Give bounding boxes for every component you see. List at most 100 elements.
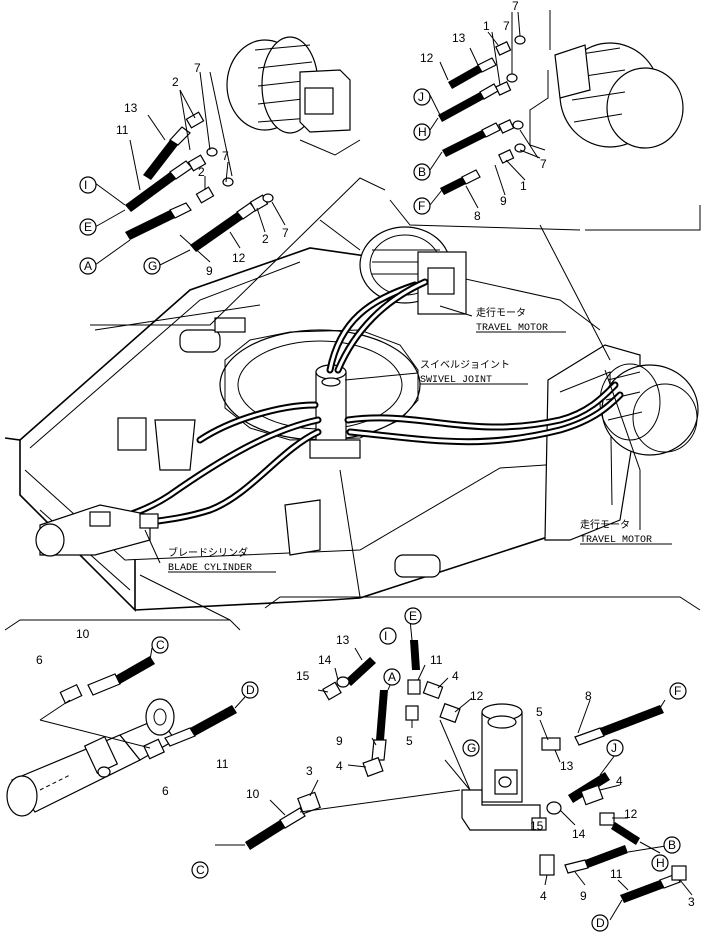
- blade-callouts: 10 6 11 6 C D: [36, 627, 259, 798]
- blade-cylinder-jp: ブレードシリンダ: [168, 546, 248, 559]
- hose-10: [87, 656, 155, 696]
- swivel-joint-en: SWIVEL JOINT: [420, 375, 492, 386]
- hose-10s: [245, 807, 306, 850]
- part-number: 11: [116, 123, 129, 137]
- hose-letter: I: [84, 178, 87, 192]
- part-number: 5: [406, 734, 413, 748]
- detail-blade-cylinder: [6, 647, 246, 817]
- part-number: 12: [624, 807, 638, 821]
- part-number: 1: [520, 179, 527, 193]
- part-number: 7: [194, 61, 201, 75]
- hose-letter: A: [84, 259, 92, 273]
- upper-right-callouts: 7 13 1 12 7 1 7 9 8 J H B F: [413, 0, 547, 223]
- part-number: 5: [536, 705, 543, 719]
- hose-9s: [371, 690, 388, 761]
- part-number: 11: [430, 653, 443, 667]
- part-number: 13: [560, 759, 574, 773]
- part-number: 8: [474, 209, 481, 223]
- part-number: 14: [572, 827, 586, 841]
- hose-letter: C: [156, 638, 165, 652]
- hose-11s: [410, 640, 420, 670]
- part-number: 14: [318, 653, 332, 667]
- travel-motor-upper-en: TRAVEL MOTOR: [476, 323, 548, 334]
- part-number: 1: [483, 19, 490, 33]
- hose-8r: [440, 169, 481, 195]
- hose-9: [125, 202, 192, 240]
- part-number: 12: [420, 51, 434, 65]
- part-number: 9: [336, 734, 343, 748]
- part-number: 15: [296, 669, 310, 683]
- part-number: 4: [452, 669, 459, 683]
- hose-letter: H: [656, 856, 665, 870]
- hose-13s: [345, 657, 376, 686]
- hose-12r: [438, 83, 499, 122]
- hose-letter: J: [418, 90, 424, 104]
- travel-motor-lower-jp: 走行モータ: [580, 518, 630, 531]
- hose-13r: [448, 57, 497, 89]
- part-number: 2: [262, 232, 269, 246]
- part-number: 4: [540, 889, 547, 903]
- part-number: 4: [616, 774, 623, 788]
- hose-letter: J: [611, 741, 617, 755]
- part-number: 7: [512, 0, 519, 13]
- hose-letter: I: [384, 629, 387, 643]
- hose-letter: G: [467, 741, 476, 755]
- detail-upper-left: [94, 36, 361, 266]
- callout-lines: [4, 177, 701, 631]
- hose-12b: [611, 822, 640, 845]
- blade-cylinder-en: BLADE CYLINDER: [168, 563, 252, 574]
- swivel-joint-jp: スイベルジョイント: [420, 359, 510, 371]
- hose-12: [190, 202, 257, 252]
- part-number: 3: [688, 895, 695, 909]
- hose-11d: [620, 873, 681, 903]
- blade-cylinder-installed: [35, 419, 321, 557]
- hose-letter: D: [246, 683, 255, 697]
- part-number: 15: [530, 819, 544, 833]
- part-number: 13: [336, 633, 350, 647]
- detail-upper-right: [429, 10, 684, 209]
- part-number: 6: [36, 653, 43, 667]
- hose-11b: [164, 705, 237, 747]
- travel-motor-upper-jp: 走行モータ: [476, 306, 526, 319]
- hose-9b: [564, 845, 628, 874]
- part-number: 7: [540, 157, 547, 171]
- swivel-callouts: 13 14 15 11 4 12 5 8 9 5 4 3 10 13 4 12 …: [191, 607, 695, 932]
- part-number: 13: [452, 31, 466, 45]
- hose-12s: [568, 772, 610, 803]
- hose-8s: [574, 705, 664, 746]
- part-number: 7: [222, 149, 229, 163]
- part-number: 7: [503, 19, 510, 33]
- hose-letter: H: [418, 125, 427, 139]
- part-number: 10: [246, 787, 260, 801]
- part-number: 9: [500, 194, 507, 208]
- part-number: 10: [76, 627, 90, 641]
- upper-left-callouts: 13 2 7 11 7 2 2 7 12 9 I E A G: [79, 61, 289, 278]
- hose-letter: E: [84, 220, 92, 234]
- part-number: 2: [198, 165, 205, 179]
- component-labels: 走行モータ TRAVEL MOTOR スイベルジョイント SWIVEL JOIN…: [168, 306, 672, 574]
- part-number: 9: [580, 889, 587, 903]
- part-number: 11: [216, 757, 229, 771]
- part-number: 8: [585, 689, 592, 703]
- hose-letter: B: [668, 838, 676, 852]
- detail-swivel-joint: [215, 619, 693, 921]
- travel-motor-right: [599, 363, 699, 456]
- part-number: 13: [124, 101, 138, 115]
- part-number: 6: [162, 784, 169, 798]
- hose-letter: D: [596, 916, 605, 930]
- part-number: 4: [336, 759, 343, 773]
- part-number: 3: [306, 764, 313, 778]
- hose-letter: A: [388, 670, 396, 684]
- hose-letter: F: [674, 684, 681, 698]
- part-number: 11: [610, 867, 623, 881]
- part-number: 7: [282, 226, 289, 240]
- hose-letter: F: [418, 199, 425, 213]
- hose-9r: [442, 122, 501, 157]
- hose-letter: E: [409, 609, 417, 623]
- travel-motor-lower-en: TRAVEL MOTOR: [580, 535, 652, 546]
- hose-13: [143, 126, 191, 180]
- part-number: 9: [206, 264, 213, 278]
- hose-letter: B: [418, 165, 426, 179]
